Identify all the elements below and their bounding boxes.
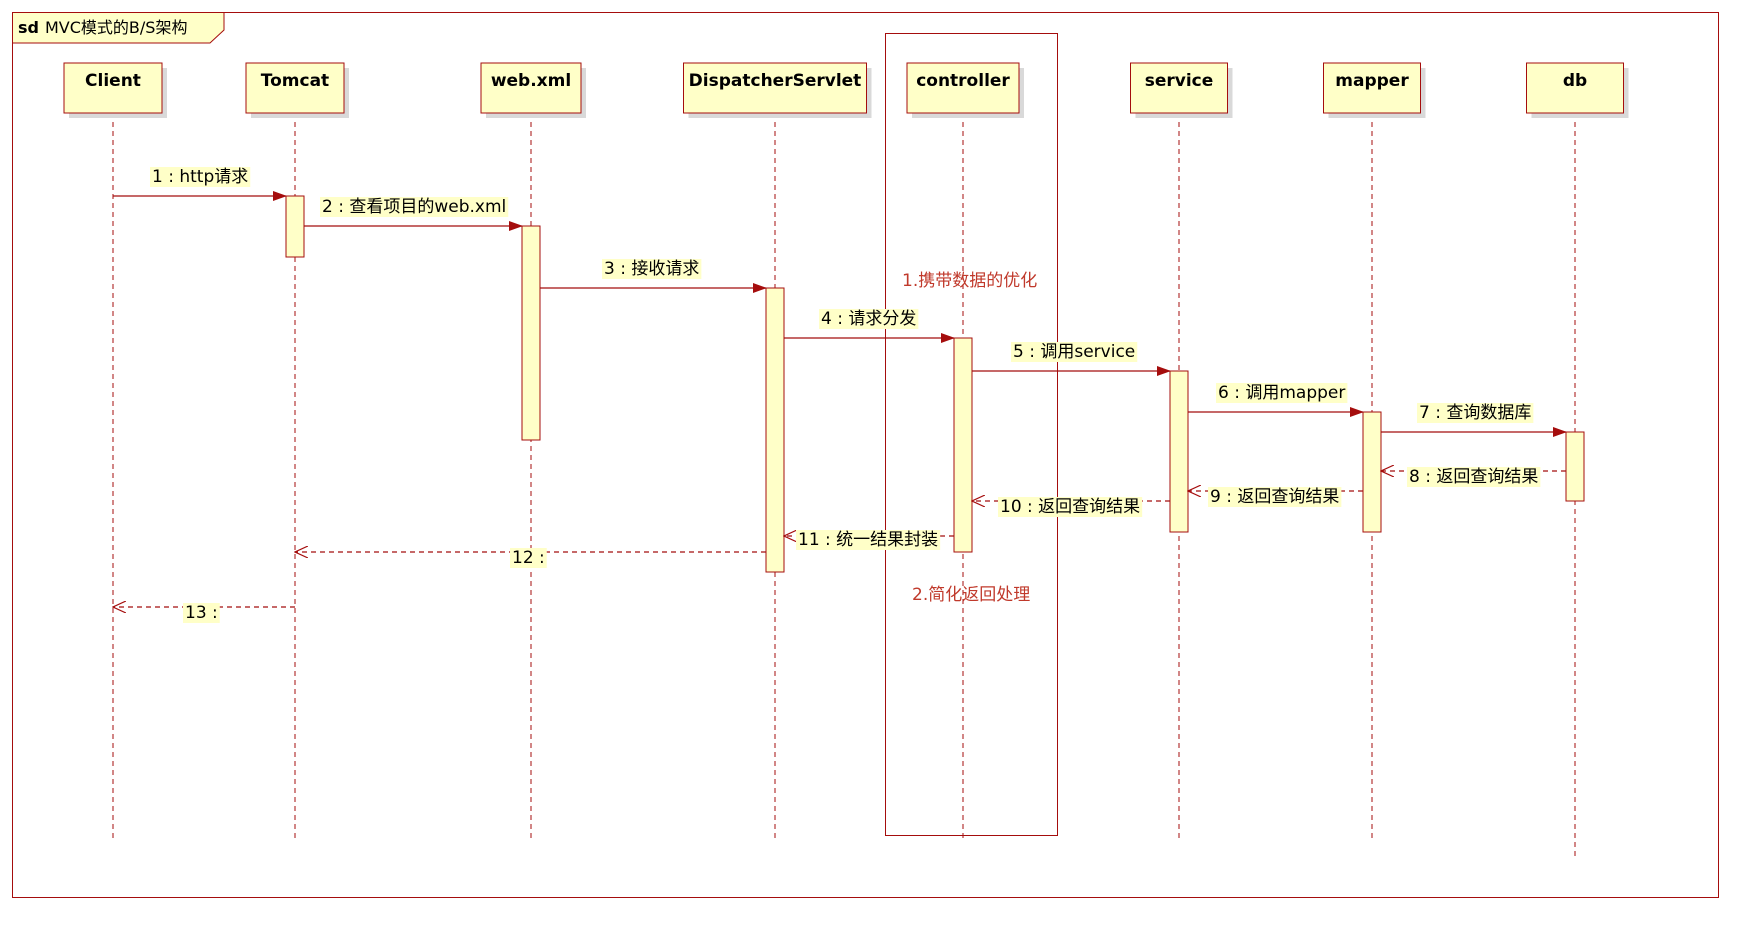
actor-box-client: [63, 62, 163, 114]
message-label-1: 1 : http请求: [152, 167, 248, 187]
actor-box-controller: [906, 62, 1020, 114]
activation-bar-mapper: [1362, 411, 1382, 533]
message-label-13: 13 :: [185, 603, 218, 623]
message-label-bg-4: [819, 309, 919, 329]
note-simplify-return: 2.简化返回处理: [912, 585, 1030, 605]
actor-label-mapper: mapper: [1335, 71, 1409, 91]
message-label-bg-5: [1011, 342, 1138, 362]
message-label-5: 5 : 调用service: [1013, 342, 1135, 362]
actor-label-client: Client: [85, 71, 141, 91]
message-label-bg-10: [998, 497, 1143, 517]
message-label-bg-2: [320, 197, 509, 217]
actor-label-dispatcher: DispatcherServlet: [689, 71, 862, 91]
message-label-bg-11: [796, 530, 941, 550]
frame-keyword: sd: [18, 18, 39, 37]
activation-bar-db: [1565, 431, 1585, 502]
controller-highlight-box: [885, 33, 1058, 836]
message-label-bg-6: [1216, 383, 1348, 403]
frame-title: MVC模式的B/S架构: [45, 18, 187, 37]
actor-label-tomcat: Tomcat: [261, 71, 329, 91]
message-label-3: 3 : 接收请求: [604, 259, 699, 279]
message-label-bg-7: [1417, 403, 1534, 423]
actor-label-db: db: [1563, 71, 1587, 91]
actor-box-db: [1526, 62, 1624, 114]
message-label-bg-3: [602, 259, 702, 279]
activation-bar-tomcat: [285, 195, 305, 258]
message-label-4: 4 : 请求分发: [821, 309, 916, 329]
message-label-9: 9 : 返回查询结果: [1210, 487, 1339, 507]
actor-box-webxml: [480, 62, 582, 114]
actor-box-mapper: [1323, 62, 1421, 114]
message-label-6: 6 : 调用mapper: [1218, 383, 1345, 403]
message-label-2: 2 : 查看项目的web.xml: [322, 197, 506, 217]
activation-bar-controller: [953, 337, 973, 553]
message-label-11: 11 : 统一结果封装: [798, 530, 938, 550]
message-label-8: 8 : 返回查询结果: [1409, 467, 1538, 487]
actor-box-dispatcher: [683, 62, 867, 114]
message-label-7: 7 : 查询数据库: [1419, 403, 1531, 423]
message-label-bg-9: [1208, 487, 1342, 507]
message-label-bg-12: [510, 548, 547, 568]
diagram-frame: [12, 12, 1719, 898]
activation-bar-service: [1169, 370, 1189, 533]
message-label-bg-8: [1407, 467, 1541, 487]
actor-label-service: service: [1145, 71, 1214, 91]
frame-tag-box: [12, 12, 225, 44]
message-label-10: 10 : 返回查询结果: [1000, 497, 1140, 517]
message-label-bg-13: [183, 603, 220, 623]
activation-bar-webxml: [521, 225, 541, 441]
activation-bar-dispatcher: [765, 287, 785, 573]
message-label-bg-1: [150, 167, 251, 187]
actor-label-controller: controller: [916, 71, 1010, 91]
actor-box-tomcat: [245, 62, 345, 114]
actor-label-webxml: web.xml: [491, 71, 571, 91]
note-optimize-data: 1.携带数据的优化: [902, 271, 1037, 291]
actor-box-service: [1130, 62, 1228, 114]
message-label-12: 12 :: [512, 548, 545, 568]
